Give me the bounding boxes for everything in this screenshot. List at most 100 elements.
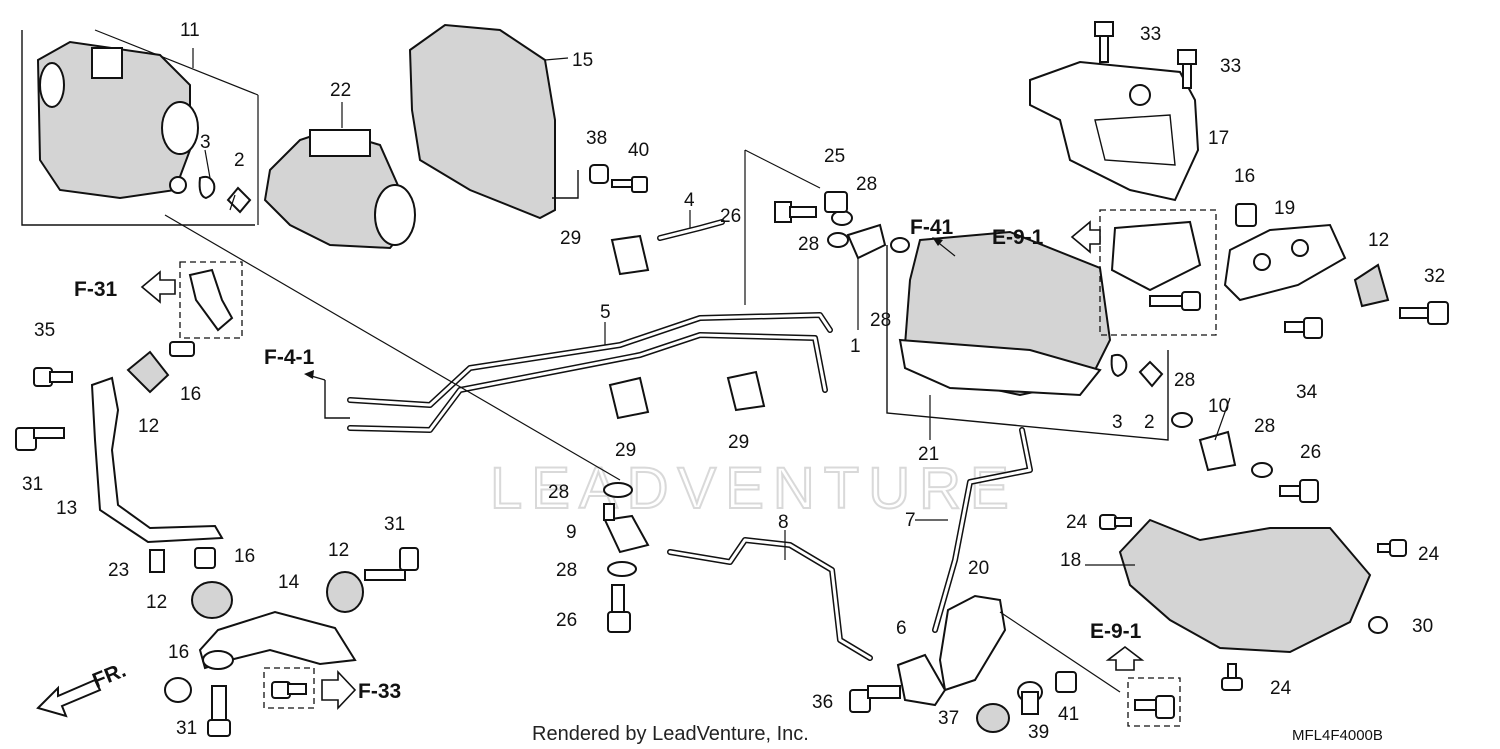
callout-8[interactable]: 8 <box>778 512 789 533</box>
bolt-31-c[interactable] <box>207 685 231 737</box>
callout-38[interactable]: 38 <box>586 128 607 149</box>
callout-6[interactable]: 6 <box>896 618 907 639</box>
callout-19[interactable]: 19 <box>1274 198 1295 219</box>
washer-28-d[interactable] <box>1171 412 1193 428</box>
callout-22[interactable]: 22 <box>330 80 351 101</box>
bolt-31-a[interactable] <box>15 427 65 451</box>
callout-14[interactable]: 14 <box>278 572 300 593</box>
bolt-26-b[interactable] <box>1279 479 1319 503</box>
callout-40[interactable]: 40 <box>628 140 649 161</box>
bleeder-2-right[interactable] <box>1138 360 1164 388</box>
washer-28-f[interactable] <box>603 482 633 498</box>
grommet-12-right[interactable] <box>1353 263 1390 308</box>
callout-7[interactable]: 7 <box>905 510 916 531</box>
joint-6[interactable] <box>896 653 947 707</box>
nut-38[interactable] <box>589 164 609 184</box>
joint-10[interactable] <box>1198 430 1237 472</box>
bolt-24-a[interactable] <box>1099 514 1132 530</box>
clip-3-left[interactable] <box>198 175 216 200</box>
washer-28-e[interactable] <box>1251 462 1273 478</box>
callout-12-right[interactable]: 12 <box>1368 230 1389 251</box>
bolt-box-f33[interactable] <box>263 667 315 709</box>
callout-31-a[interactable]: 31 <box>22 474 43 495</box>
callout-17[interactable]: 17 <box>1208 128 1229 149</box>
ref-arrow-f33[interactable] <box>321 669 357 711</box>
bolt-36[interactable] <box>849 685 901 713</box>
stay-14[interactable] <box>198 610 357 670</box>
bolt-box-lower[interactable] <box>1127 677 1181 727</box>
collar-39[interactable] <box>1017 681 1043 715</box>
brake-pipe-8[interactable] <box>667 537 873 661</box>
grommet-12-b[interactable] <box>191 581 233 619</box>
callout-28-g[interactable]: 28 <box>556 560 577 581</box>
callout-12-c[interactable]: 12 <box>328 540 349 561</box>
ref-e91-lower[interactable]: E-9-1 <box>1090 620 1142 643</box>
callout-3-right[interactable]: 3 <box>1112 412 1123 433</box>
bolt-32[interactable] <box>1399 301 1449 325</box>
clip-3-right[interactable] <box>1110 353 1128 378</box>
cover[interactable] <box>408 23 569 220</box>
callout-31-c[interactable]: 31 <box>176 718 197 739</box>
callout-20[interactable]: 20 <box>968 558 989 579</box>
callout-21[interactable]: 21 <box>918 444 939 465</box>
grommet-37[interactable] <box>976 703 1010 733</box>
bolt-26-c[interactable] <box>607 584 631 633</box>
callout-13[interactable]: 13 <box>56 498 77 519</box>
callout-28-a[interactable]: 28 <box>856 174 877 195</box>
under-cover-18[interactable] <box>1118 518 1372 654</box>
ref-arrow-f31[interactable] <box>140 270 176 304</box>
callout-18[interactable]: 18 <box>1060 550 1081 571</box>
ref-f41[interactable]: F-41 <box>910 216 954 239</box>
callout-30[interactable]: 30 <box>1412 616 1433 637</box>
callout-2-right[interactable]: 2 <box>1144 412 1155 433</box>
ref-f4-1[interactable]: F-4-1 <box>264 346 314 369</box>
callout-33-a[interactable]: 33 <box>1140 24 1161 45</box>
callout-29-a[interactable]: 29 <box>560 228 581 249</box>
callout-28-b[interactable]: 28 <box>798 234 819 255</box>
callout-16-c[interactable]: 16 <box>168 642 189 663</box>
callout-28-f[interactable]: 28 <box>548 482 569 503</box>
nut-41[interactable] <box>1055 671 1077 693</box>
collar-16-b[interactable] <box>194 547 216 569</box>
callout-28-e[interactable]: 28 <box>1254 416 1275 437</box>
callout-4[interactable]: 4 <box>684 190 695 211</box>
bolt-31-b[interactable] <box>364 547 419 581</box>
callout-34[interactable]: 34 <box>1296 382 1318 403</box>
bracket-20[interactable] <box>938 594 1007 692</box>
washer-28-g[interactable] <box>607 561 637 577</box>
callout-16-b[interactable]: 16 <box>234 546 255 567</box>
clamp-29-c[interactable] <box>726 370 766 412</box>
ref-arrow-e91-upper[interactable] <box>1070 220 1101 254</box>
callout-41[interactable]: 41 <box>1058 704 1079 725</box>
ref-f31[interactable]: F-31 <box>74 278 118 301</box>
callout-15[interactable]: 15 <box>572 50 593 71</box>
collar-16-right[interactable] <box>1235 203 1257 227</box>
grommet-12-c[interactable] <box>326 571 364 613</box>
plate-19[interactable] <box>1223 223 1347 302</box>
callout-24-a[interactable]: 24 <box>1066 512 1088 533</box>
joint-1[interactable] <box>846 223 887 330</box>
bolt-24-c[interactable] <box>1221 663 1243 691</box>
callout-31-b[interactable]: 31 <box>384 514 405 535</box>
grommet-12-a[interactable] <box>126 350 170 394</box>
actuator-assembly[interactable] <box>21 29 259 226</box>
callout-28-d[interactable]: 28 <box>1174 370 1195 391</box>
washer-28-b[interactable] <box>827 232 849 248</box>
callout-35[interactable]: 35 <box>34 320 55 341</box>
control-unit[interactable] <box>886 230 1169 441</box>
clamp-29-a[interactable] <box>610 234 650 276</box>
bracket-17[interactable] <box>1029 60 1200 202</box>
washer-28-a[interactable] <box>831 210 853 226</box>
callout-24-c[interactable]: 24 <box>1270 678 1292 699</box>
washer-28-c[interactable] <box>890 237 910 253</box>
callout-36[interactable]: 36 <box>812 692 833 713</box>
callout-29-b[interactable]: 29 <box>615 440 636 461</box>
callout-29-c[interactable]: 29 <box>728 432 749 453</box>
ref-arrow-e91-lower[interactable] <box>1105 645 1145 671</box>
bracket-box-left[interactable] <box>179 261 243 339</box>
callout-33-b[interactable]: 33 <box>1220 56 1241 77</box>
bolt-25[interactable] <box>824 191 848 213</box>
callout-3-left[interactable]: 3 <box>200 132 211 153</box>
callout-25[interactable]: 25 <box>824 146 845 167</box>
bolt-34[interactable] <box>1284 317 1323 339</box>
